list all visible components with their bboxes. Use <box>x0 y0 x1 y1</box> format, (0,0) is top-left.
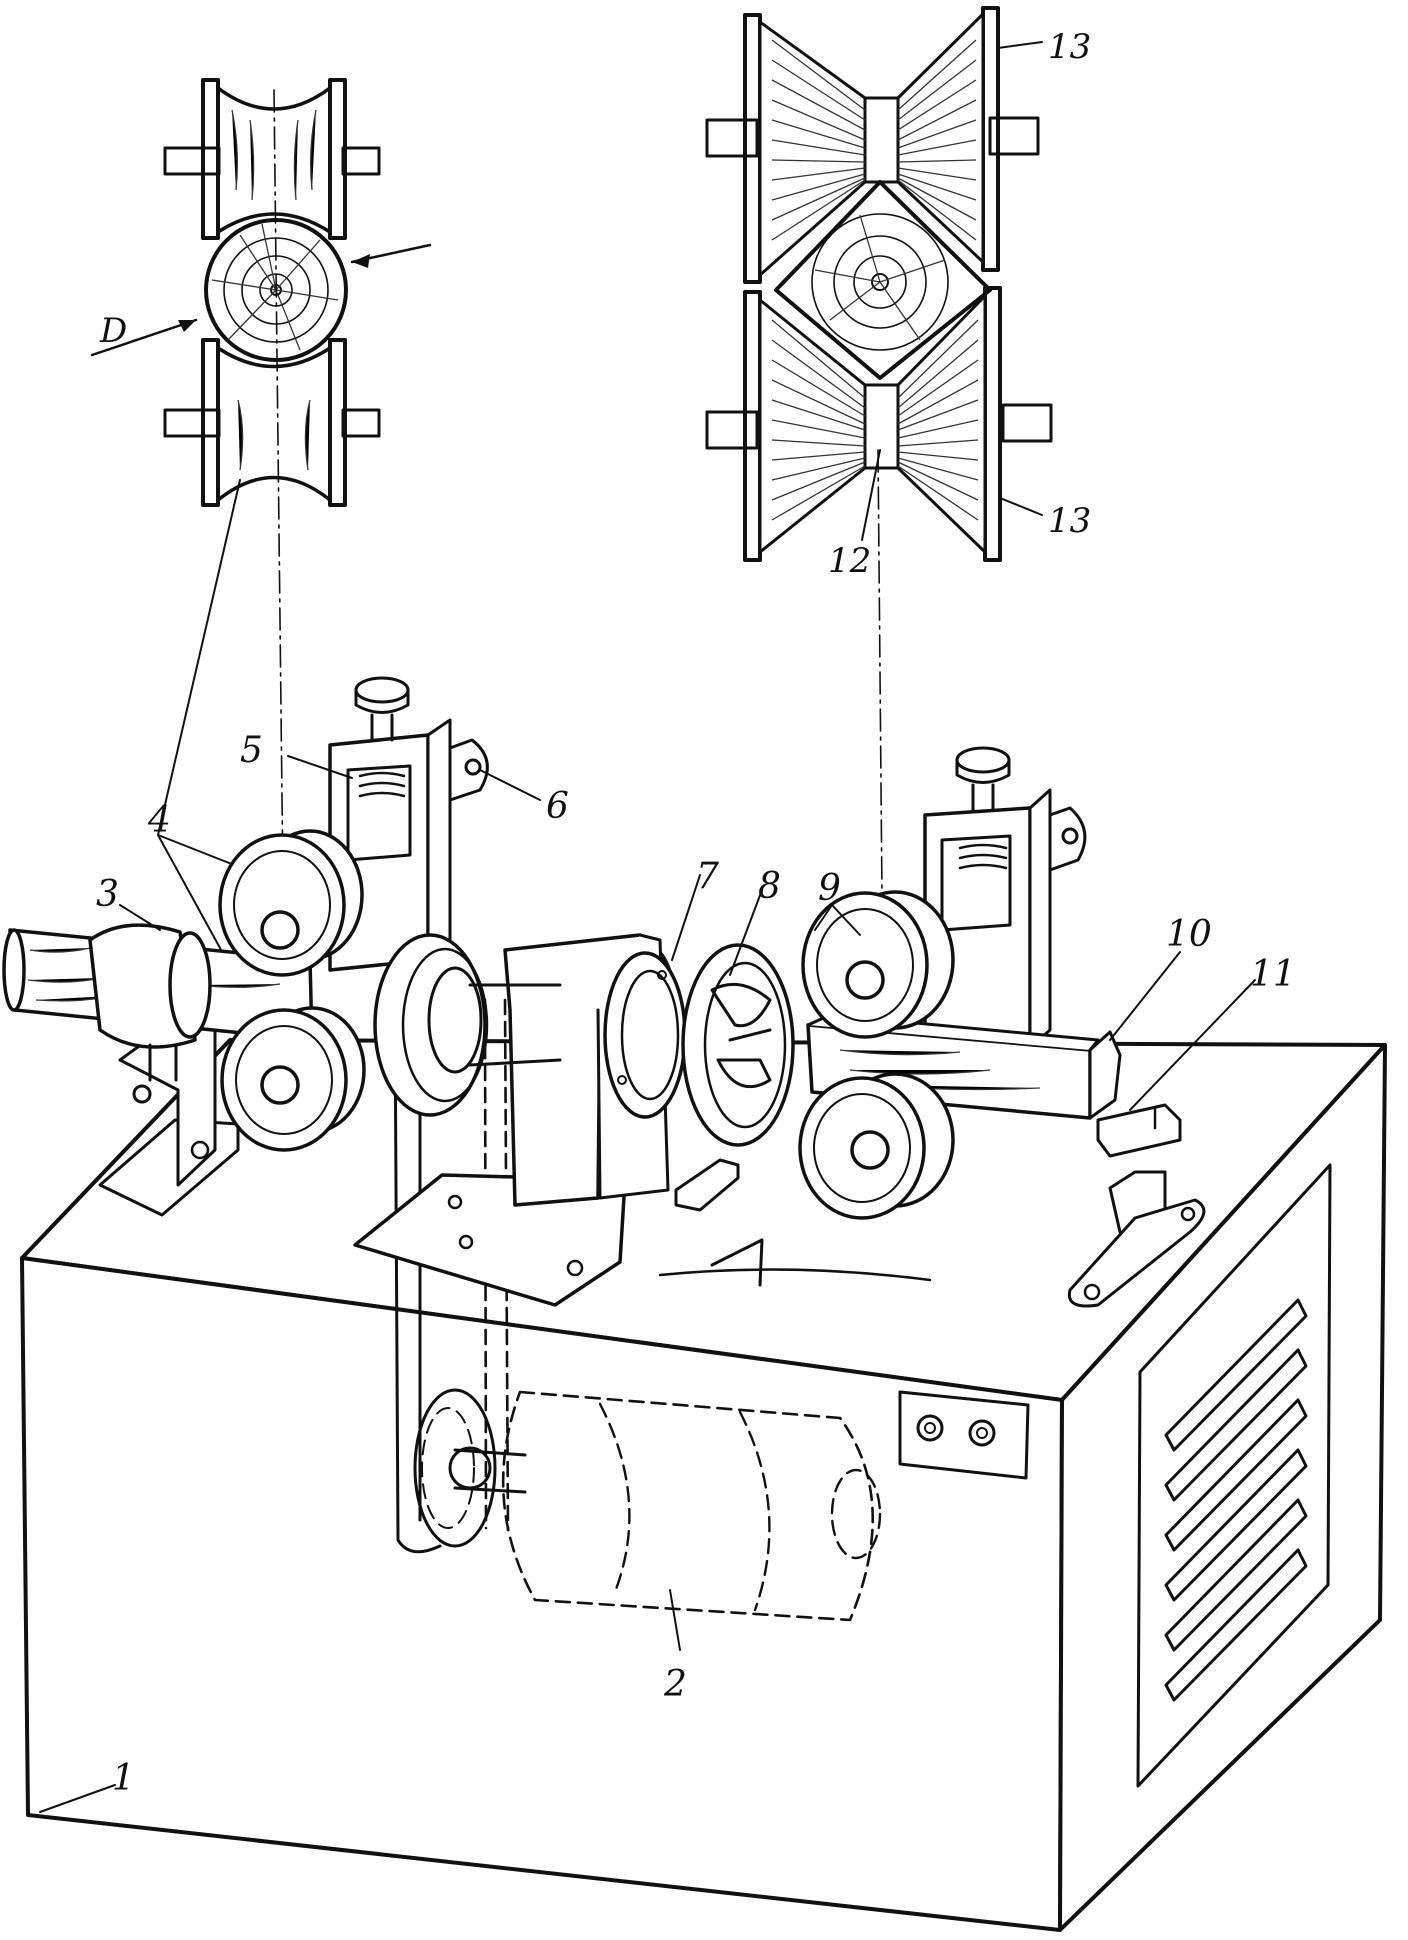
label-4: 4 <box>147 800 171 841</box>
label-1: 1 <box>112 1758 135 1799</box>
control-button-1 <box>916 1414 944 1442</box>
label-7: 7 <box>696 856 719 897</box>
lower-v-roll <box>705 286 1053 562</box>
right-adjusting-screw <box>955 746 1011 812</box>
ventilation-grille <box>1136 1163 1332 1788</box>
label-2: 2 <box>663 1664 687 1705</box>
label-12: 12 <box>828 541 871 581</box>
rotation-arrow <box>658 1268 932 1282</box>
label-3: 3 <box>96 874 119 915</box>
control-button-2 <box>968 1419 996 1447</box>
drive-pulley <box>373 933 562 1117</box>
outfeed-guide: 11 <box>1067 954 1296 1308</box>
upper-feed-roller <box>218 829 364 977</box>
guide-collar: 3 <box>88 874 212 1082</box>
left-log-support <box>98 1018 240 1217</box>
round-roll-inset: D <box>90 78 432 507</box>
upper-concave-roll <box>163 78 381 240</box>
label-10: 10 <box>1166 914 1212 955</box>
lower-output-roller <box>798 1072 955 1220</box>
pivot-lug: 6 <box>448 738 569 827</box>
cutter-knife-disc: 8 <box>681 866 795 1147</box>
control-panel <box>898 1390 1030 1480</box>
label-13-lower: 13 <box>1048 501 1091 541</box>
lower-feed-roller <box>220 1006 366 1152</box>
label-8: 8 <box>758 866 781 907</box>
upper-output-roller <box>801 890 955 1039</box>
label-D: D <box>99 311 127 351</box>
left-roller-stand: 5 6 <box>240 676 569 972</box>
square-timber-section <box>774 180 992 380</box>
lower-concave-roll <box>163 338 381 507</box>
label-6: 6 <box>546 786 569 827</box>
right-roller-stand <box>923 746 1087 1060</box>
output-rollers: 9 <box>798 868 955 1220</box>
upper-v-roll <box>705 6 1040 284</box>
feed-rollers: 4 <box>147 800 366 1152</box>
label-11: 11 <box>1250 954 1296 995</box>
v-roll-inset: 13 13 12 <box>705 6 1091 581</box>
electric-motor: 2 <box>413 1388 882 1705</box>
label-5: 5 <box>240 730 263 771</box>
label-13-upper: 13 <box>1048 27 1091 67</box>
compression-spring: 5 <box>240 730 406 798</box>
adjusting-screw <box>354 676 410 742</box>
cutter-head: 7 <box>603 856 719 1119</box>
machine-cabinet <box>20 1038 1387 1932</box>
label-9: 9 <box>818 868 841 909</box>
